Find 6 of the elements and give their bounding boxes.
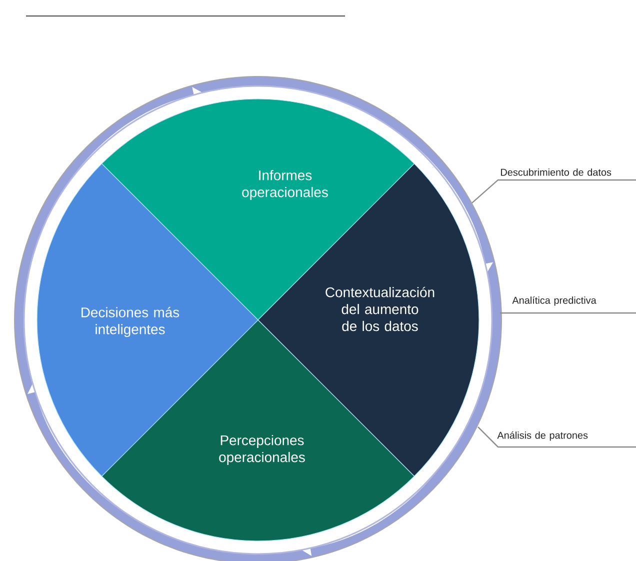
side-label: Análisis de patrones [497,431,588,441]
side-label: Analítica predictiva [512,296,596,306]
side-label: Descubrimiento de datos [501,168,612,176]
leader-line [472,179,636,204]
leader-line [500,312,636,314]
leader-line [478,426,636,448]
